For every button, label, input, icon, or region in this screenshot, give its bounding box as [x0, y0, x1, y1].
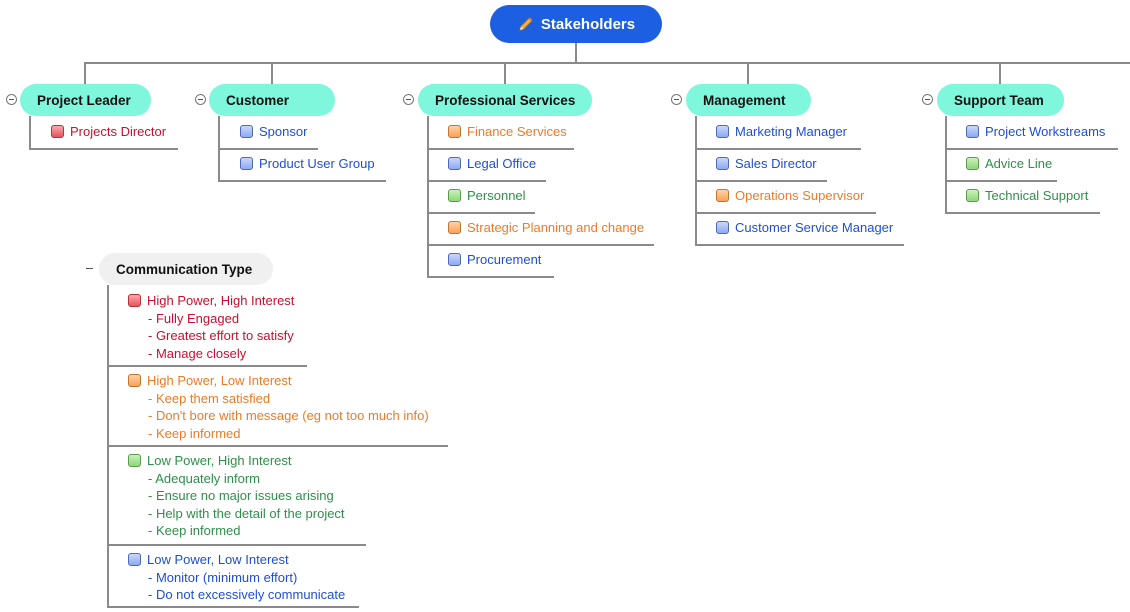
orange-marker-icon [128, 374, 141, 388]
green-marker-icon [966, 157, 979, 170]
blue-marker-icon [716, 157, 729, 170]
category-professional-services[interactable]: Professional Services [418, 84, 592, 116]
branch-support-team [945, 116, 947, 213]
comm-line: - Help with the detail of the project [148, 505, 345, 521]
list-item[interactable]: Finance Services [448, 124, 567, 139]
comm-line: - Do not excessively communicate [148, 587, 346, 603]
item-underline [695, 148, 861, 150]
comm-line: - Keep informed [148, 523, 241, 539]
item-underline [427, 148, 574, 150]
branch-professional-services [427, 116, 429, 277]
item-underline [427, 244, 654, 246]
pencil-icon [517, 16, 534, 33]
comm-group-high-high[interactable]: High Power, High Interest - Fully Engage… [128, 292, 294, 362]
orange-marker-icon [448, 125, 461, 138]
drop-support-team [999, 62, 1001, 84]
orange-marker-icon [448, 221, 461, 234]
comm-group-low-low[interactable]: Low Power, Low Interest - Monitor (minim… [128, 551, 345, 604]
top-bus [84, 62, 1130, 64]
drop-management [747, 62, 749, 84]
item-underline [427, 276, 554, 278]
item-underline [427, 212, 535, 214]
comm-group-high-low[interactable]: High Power, Low Interest - Keep them sat… [128, 372, 429, 442]
list-item[interactable]: Personnel [448, 188, 526, 203]
list-item[interactable]: Marketing Manager [716, 124, 847, 139]
orange-marker-icon [716, 189, 729, 202]
root-node[interactable]: Stakeholders [490, 5, 662, 43]
collapse-toggle-customer[interactable] [195, 94, 206, 105]
list-item[interactable]: Strategic Planning and change [448, 220, 644, 235]
list-item[interactable]: Technical Support [966, 188, 1088, 203]
comm-line: - Adequately inform [148, 470, 261, 486]
list-item[interactable]: Project Workstreams [966, 124, 1105, 139]
list-item[interactable]: Customer Service Manager [716, 220, 893, 235]
collapse-toggle-support-team[interactable] [922, 94, 933, 105]
collapse-toggle-project-leader[interactable] [6, 94, 17, 105]
item-underline [218, 148, 318, 150]
item-underline [29, 148, 178, 150]
group-underline [107, 445, 448, 447]
list-item[interactable]: Procurement [448, 252, 541, 267]
group-underline [107, 365, 307, 367]
item-underline [695, 212, 876, 214]
comm-line: - Ensure no major issues arising [148, 488, 334, 504]
branch-project-leader [29, 116, 31, 149]
list-item[interactable]: Sponsor [240, 124, 307, 139]
blue-marker-icon [966, 125, 979, 138]
comm-line: - Keep informed [148, 425, 241, 441]
item-underline [945, 180, 1057, 182]
green-marker-icon [128, 454, 141, 468]
green-marker-icon [966, 189, 979, 202]
item-underline [427, 180, 546, 182]
comm-line: - Keep them satisfied [148, 390, 271, 406]
item-underline [695, 180, 827, 182]
list-item[interactable]: Operations Supervisor [716, 188, 864, 203]
comm-line: - Don't bore with message (eg not too mu… [148, 408, 429, 424]
list-item[interactable]: Projects Director [51, 124, 166, 139]
category-support-team[interactable]: Support Team [937, 84, 1064, 116]
blue-marker-icon [716, 221, 729, 234]
comm-group-low-high[interactable]: Low Power, High Interest - Adequately in… [128, 452, 345, 540]
red-marker-icon [128, 294, 141, 308]
root-title: Stakeholders [540, 15, 636, 33]
collapse-toggle-professional-services[interactable] [403, 94, 414, 105]
list-item[interactable]: Sales Director [716, 156, 817, 171]
comm-line: - Fully Engaged [148, 310, 240, 326]
root-connector [575, 43, 577, 63]
comm-line: - Manage closely [148, 345, 247, 361]
category-customer[interactable]: Customer [209, 84, 335, 116]
collapse-toggle-management[interactable] [671, 94, 682, 105]
list-item[interactable]: Advice Line [966, 156, 1052, 171]
blue-marker-icon [448, 157, 461, 170]
blue-marker-icon [240, 125, 253, 138]
comm-line: - Monitor (minimum effort) [148, 569, 298, 585]
green-marker-icon [448, 189, 461, 202]
item-underline [695, 244, 904, 246]
item-underline [218, 180, 386, 182]
blue-marker-icon [716, 125, 729, 138]
item-underline [945, 148, 1118, 150]
drop-professional-services [504, 62, 506, 84]
list-item[interactable]: Product User Group [240, 156, 375, 171]
blue-marker-icon [240, 157, 253, 170]
blue-marker-icon [448, 253, 461, 266]
red-marker-icon [51, 125, 64, 138]
blue-marker-icon [128, 553, 141, 567]
collapse-dash[interactable] [86, 268, 93, 269]
communication-type-node[interactable]: Communication Type [99, 253, 273, 285]
category-project-leader[interactable]: Project Leader [20, 84, 151, 116]
category-management[interactable]: Management [686, 84, 811, 116]
item-underline [945, 212, 1100, 214]
drop-customer [271, 62, 273, 84]
drop-project-leader [84, 62, 86, 84]
list-item[interactable]: Legal Office [448, 156, 536, 171]
group-underline [107, 606, 359, 608]
group-underline [107, 544, 366, 546]
comm-line: - Greatest effort to satisfy [148, 328, 294, 344]
